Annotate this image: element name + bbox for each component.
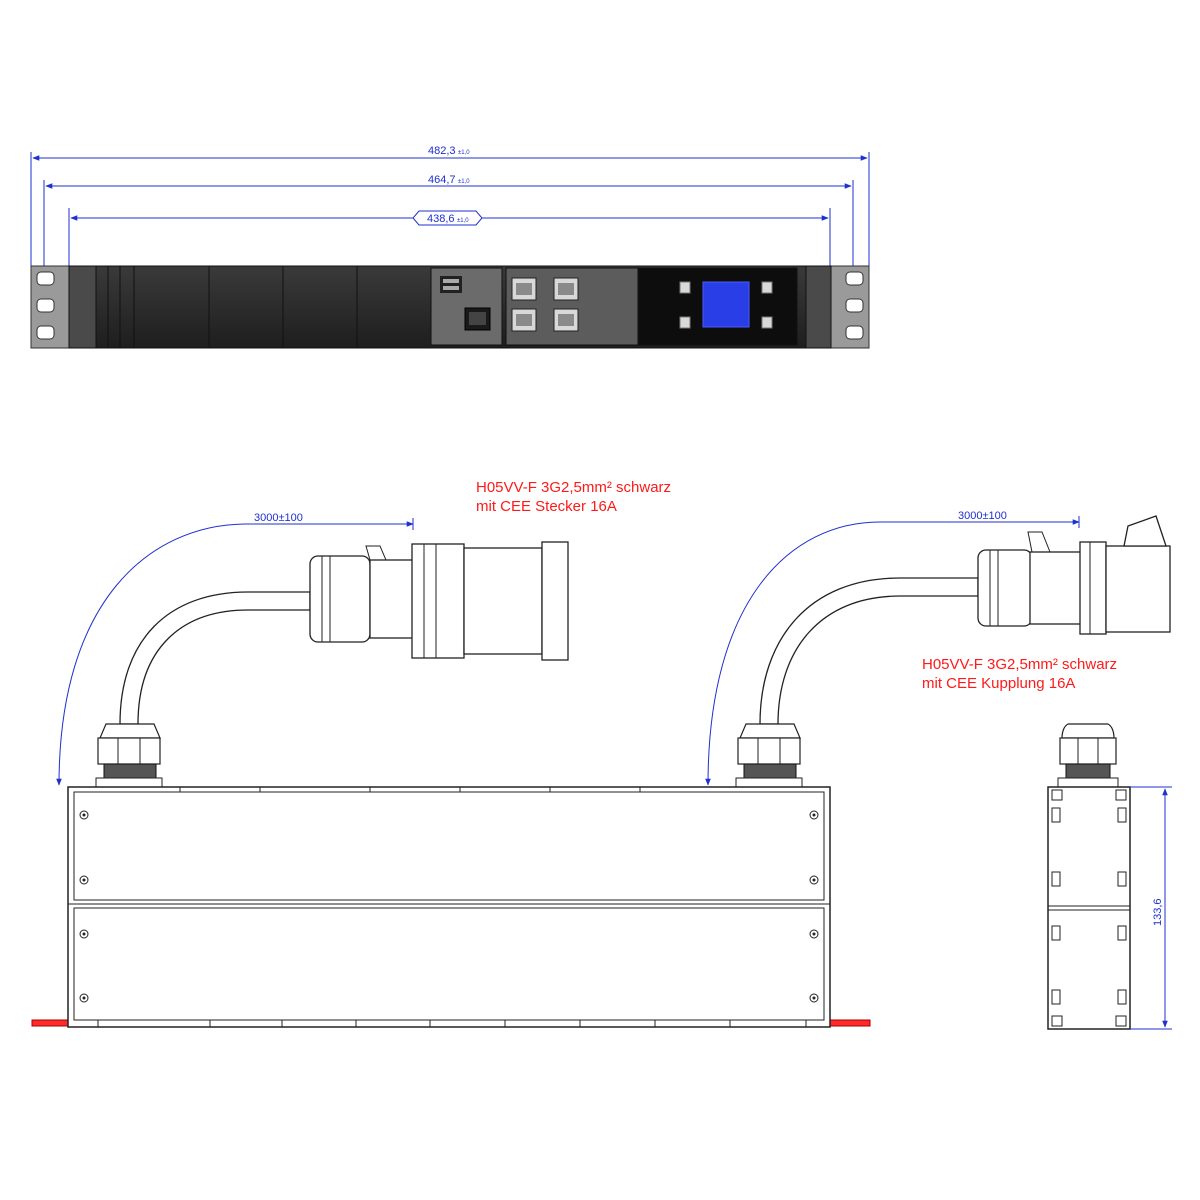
dimension-mounting-width: 464,7 ±1,0 [43, 174, 854, 268]
power-cable-left [119, 591, 311, 725]
dimension-body-width: 438,6 ±1,0 [68, 208, 831, 268]
power-cable-right [759, 577, 979, 725]
control-module [430, 267, 503, 346]
brand-logo [440, 276, 462, 293]
mount-tab-left [31, 1019, 73, 1027]
cee-coupling-icon [977, 549, 1033, 627]
overall-width-tolerance: ±1,0 [458, 150, 470, 156]
cee-coupling-assembly [759, 515, 1171, 725]
coupling-note-line1: H05VV-F 3G2,5mm² schwarz [922, 656, 1118, 673]
dimension-overall-width: 482,3 ±1,0 [30, 145, 870, 268]
button-icon [679, 281, 691, 294]
auxiliary-dimension-frame [412, 210, 483, 226]
pdu-top-view [31, 723, 871, 1028]
plug-cable-note: H05VV-F 3G2,5mm² schwarz mit CEE Stecker… [476, 478, 671, 516]
cee-plug-assembly [119, 541, 569, 725]
cable-length-left: 3000±100 [254, 512, 303, 524]
coupling-note-line2: mit CEE Kupplung 16A [922, 675, 1076, 692]
pdu-side-view [1047, 723, 1131, 1030]
dimension-side-height: 133,6 [1130, 786, 1172, 1030]
mount-tab-right [827, 1019, 871, 1027]
cable-gland-left [95, 723, 163, 789]
dimension-cable-right: 3000±100 [705, 510, 1080, 786]
pdu-front-view [30, 265, 870, 349]
button-icon [679, 316, 691, 329]
coupling-cable-note: H05VV-F 3G2,5mm² schwarz mit CEE Kupplun… [922, 655, 1117, 693]
network-port-module [505, 267, 639, 346]
display-module [638, 267, 798, 346]
button-icon [761, 281, 773, 294]
mounting-width-tolerance: ±1,0 [458, 179, 470, 185]
side-housing [1047, 786, 1131, 1030]
dimension-cable-left: 3000±100 [56, 512, 414, 786]
cable-length-right: 3000±100 [958, 510, 1007, 522]
left-mounting-bracket [30, 265, 71, 349]
body-width-value: 438,6 [427, 213, 455, 225]
plug-note-line1: H05VV-F 3G2,5mm² schwarz [476, 479, 672, 496]
button-icon [761, 316, 773, 329]
body-width-tolerance: ±1,0 [457, 218, 469, 224]
plug-note-line2: mit CEE Stecker 16A [476, 498, 617, 515]
right-mounting-bracket [829, 265, 870, 349]
cable-gland-right [735, 723, 803, 789]
lcd-display [702, 281, 750, 328]
side-height-value: 133,6 [1152, 898, 1164, 926]
cee-plug-icon [309, 555, 371, 643]
mounting-width-value: 464,7 [428, 174, 456, 186]
overall-width-value: 482,3 [428, 145, 456, 157]
